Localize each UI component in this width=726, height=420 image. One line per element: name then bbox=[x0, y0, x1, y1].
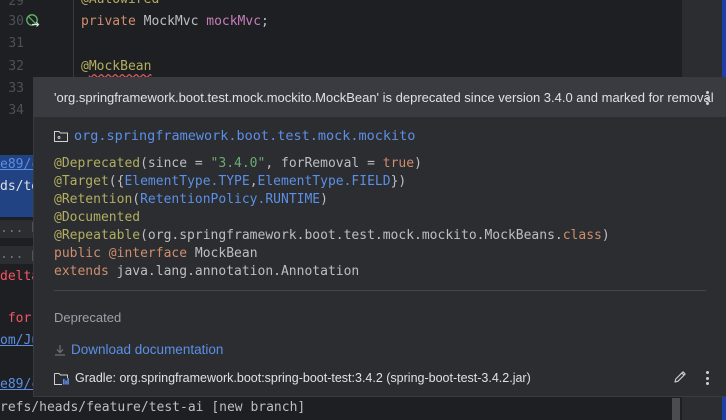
line-number: 29 bbox=[8, 0, 24, 9]
section-divider bbox=[54, 290, 706, 291]
deprecation-message: 'org.springframework.boot.test.mock.mock… bbox=[54, 90, 714, 105]
console-text: ... p bbox=[0, 246, 34, 264]
declaration-signature: @Deprecated(since = "3.4.0", forRemoval … bbox=[54, 155, 610, 281]
scrollbar-thumb[interactable] bbox=[672, 398, 680, 420]
code-line-30: private MockMvc mockMvc; bbox=[81, 11, 269, 33]
edit-source-pencil-icon[interactable] bbox=[672, 369, 688, 385]
code-text: ) bbox=[601, 228, 610, 243]
library-folder-icon bbox=[54, 372, 69, 385]
annotation: @Retention bbox=[54, 192, 133, 207]
reference-link[interactable]: ElementType.FIELD bbox=[257, 174, 391, 189]
gradle-library-label: Gradle: org.springframework.boot:spring-… bbox=[75, 371, 531, 385]
quick-documentation-popup: 'org.springframework.boot.test.mock.mock… bbox=[33, 77, 726, 397]
code-text: ( bbox=[132, 192, 141, 207]
dot-icon bbox=[705, 91, 709, 94]
console-link[interactable]: om/Ju bbox=[0, 333, 34, 348]
dot-icon bbox=[705, 376, 709, 380]
line-number: 33 bbox=[8, 81, 24, 96]
code-text: }) bbox=[390, 174, 407, 189]
line-gutter: 29 30 31 32 33 34 bbox=[0, 0, 74, 118]
console-link[interactable]: e89/c bbox=[0, 377, 34, 392]
package-link[interactable]: org.springframework.boot.test.mock.mocki… bbox=[74, 128, 416, 144]
deprecated-annotation[interactable]: MockBean bbox=[88, 59, 152, 74]
console-link[interactable]: e89/c bbox=[0, 157, 34, 172]
console-text: ... b bbox=[0, 220, 34, 238]
code-line-29: @Autowired bbox=[81, 0, 159, 11]
code-text: ) bbox=[414, 156, 422, 171]
download-icon bbox=[55, 344, 65, 356]
keyword: @interface bbox=[108, 246, 188, 261]
reference-link[interactable]: ElementType.TYPE bbox=[124, 174, 250, 189]
dot-icon bbox=[705, 371, 709, 374]
annotation: @Target bbox=[54, 174, 109, 189]
footer-more-options-button[interactable] bbox=[702, 370, 712, 386]
selection-highlight bbox=[0, 155, 34, 217]
console-error-text: for bbox=[0, 311, 32, 326]
deprecation-warning-header: 'org.springframework.boot.test.mock.mock… bbox=[34, 78, 726, 117]
console-text: ds/te bbox=[0, 179, 34, 194]
code-text: , forRemoval = bbox=[265, 156, 383, 171]
code-text: , bbox=[249, 174, 258, 189]
console-error-text: delta bbox=[0, 269, 34, 284]
download-documentation-link[interactable]: Download documentation bbox=[54, 342, 223, 357]
dot-icon bbox=[705, 102, 709, 105]
code-text: (since = bbox=[140, 156, 211, 171]
semicolon: ; bbox=[261, 14, 269, 29]
type-name: MockBean bbox=[187, 246, 258, 261]
header-more-options-button[interactable] bbox=[702, 90, 712, 106]
download-documentation-label[interactable]: Download documentation bbox=[71, 342, 224, 357]
library-source-row: Gradle: org.springframework.boot:spring-… bbox=[54, 371, 531, 385]
line-number: 30 bbox=[8, 14, 24, 29]
code-line-32[interactable]: @MockBean bbox=[81, 56, 151, 78]
annotation-at: @ bbox=[81, 59, 89, 74]
gutter-separator bbox=[73, 0, 74, 110]
console-text: refs/heads/feature/test-ai [new branch] bbox=[0, 400, 306, 415]
line-number: 31 bbox=[8, 36, 24, 51]
keyword: extends bbox=[54, 264, 109, 279]
code-text: ({ bbox=[108, 174, 125, 189]
keyword: class bbox=[562, 228, 602, 243]
line-number: 34 bbox=[8, 103, 24, 118]
annotation: @Deprecated bbox=[54, 156, 141, 171]
string-literal: "3.4.0" bbox=[210, 156, 266, 171]
annotation: @Documented bbox=[54, 210, 141, 225]
deprecated-label: Deprecated bbox=[54, 310, 122, 325]
keyword: true bbox=[382, 156, 415, 171]
annotation: @Repeatable bbox=[54, 228, 141, 243]
field-name: mockMvc bbox=[206, 14, 262, 29]
code-text: (org.springframework.boot.test.mock.mock… bbox=[140, 228, 563, 243]
keyword: public bbox=[54, 246, 101, 261]
line-number: 32 bbox=[8, 59, 24, 74]
reference-link[interactable]: RetentionPolicy.RUNTIME bbox=[140, 192, 321, 207]
code-text: java.lang.annotation.Annotation bbox=[108, 264, 360, 279]
package-folder-icon bbox=[54, 131, 68, 142]
keyword: private bbox=[81, 14, 136, 29]
dot-icon bbox=[705, 96, 709, 100]
autowired-bean-icon[interactable] bbox=[26, 14, 40, 28]
code-text: ) bbox=[320, 192, 328, 207]
dot-icon bbox=[705, 382, 709, 385]
type-name: MockMvc bbox=[143, 14, 199, 29]
package-row: org.springframework.boot.test.mock.mocki… bbox=[54, 128, 415, 144]
